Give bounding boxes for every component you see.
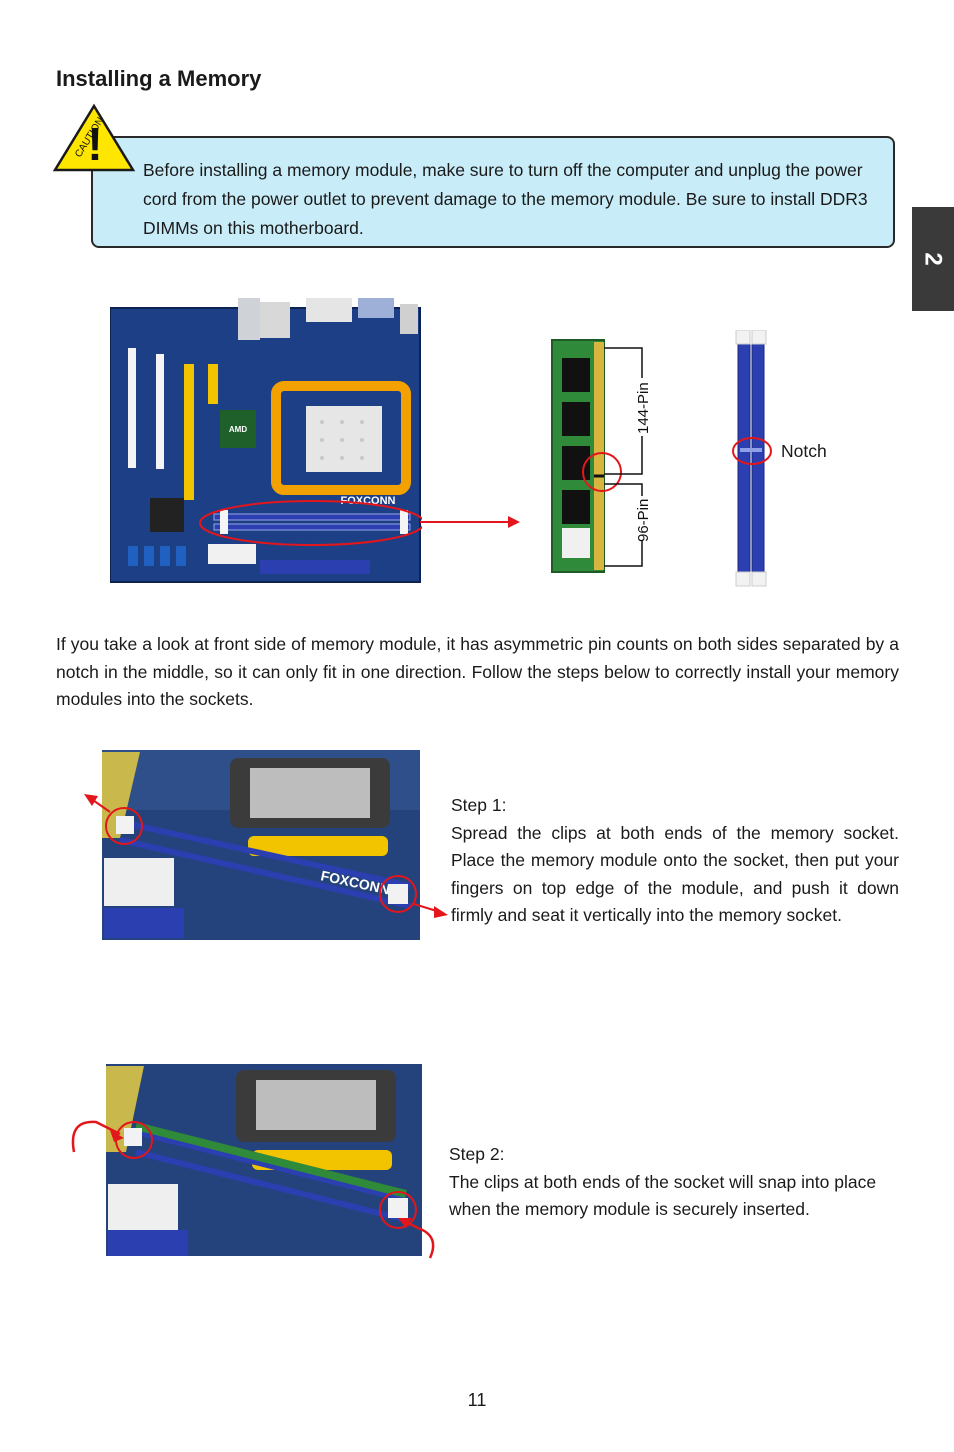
caution-text: Before installing a memory module, make … — [143, 160, 868, 238]
step2-title: Step 2: — [449, 1144, 505, 1164]
cpu-brand-label: AMD — [229, 425, 247, 434]
page-number: 11 — [467, 1390, 487, 1410]
section-tab-label: 2 — [919, 252, 947, 266]
pin-bracket: 144-Pin 96-Pin — [604, 347, 652, 567]
pin-96-label: 96-Pin — [635, 499, 652, 542]
step1-text: Spread the clips at both ends of the mem… — [451, 822, 899, 926]
step2-text-block: Step 2: The clips at both ends of the so… — [449, 1141, 901, 1224]
direction-arrow — [420, 516, 520, 528]
step1-title: Step 1: — [451, 795, 507, 815]
step2-text: The clips at both ends of the socket wil… — [449, 1171, 877, 1220]
caution-symbol: ! — [87, 118, 102, 170]
motherboard-image: AMD FOXCONN — [110, 298, 422, 583]
caution-box — [91, 136, 895, 248]
notch-label: Notch — [781, 441, 827, 461]
section-tab: 2 — [912, 207, 954, 311]
memory-module-front — [551, 339, 605, 573]
intro-paragraph: If you take a look at front side of memo… — [56, 634, 899, 709]
page-title: Installing a Memory — [56, 66, 262, 91]
board-brand-label: FOXCONN — [341, 495, 396, 507]
step1-text-block: Step 1: Spread the clips at both ends of… — [451, 792, 899, 930]
step1-photo: FOXCONN — [84, 750, 448, 940]
socket-notch-circle — [732, 437, 772, 465]
pin-144-label: 144-Pin — [635, 382, 652, 434]
notch-highlight-circle — [582, 452, 622, 492]
caution-icon: ! CAUTION — [52, 103, 136, 172]
dimm-socket — [735, 330, 767, 587]
step2-photo — [71, 1064, 435, 1259]
